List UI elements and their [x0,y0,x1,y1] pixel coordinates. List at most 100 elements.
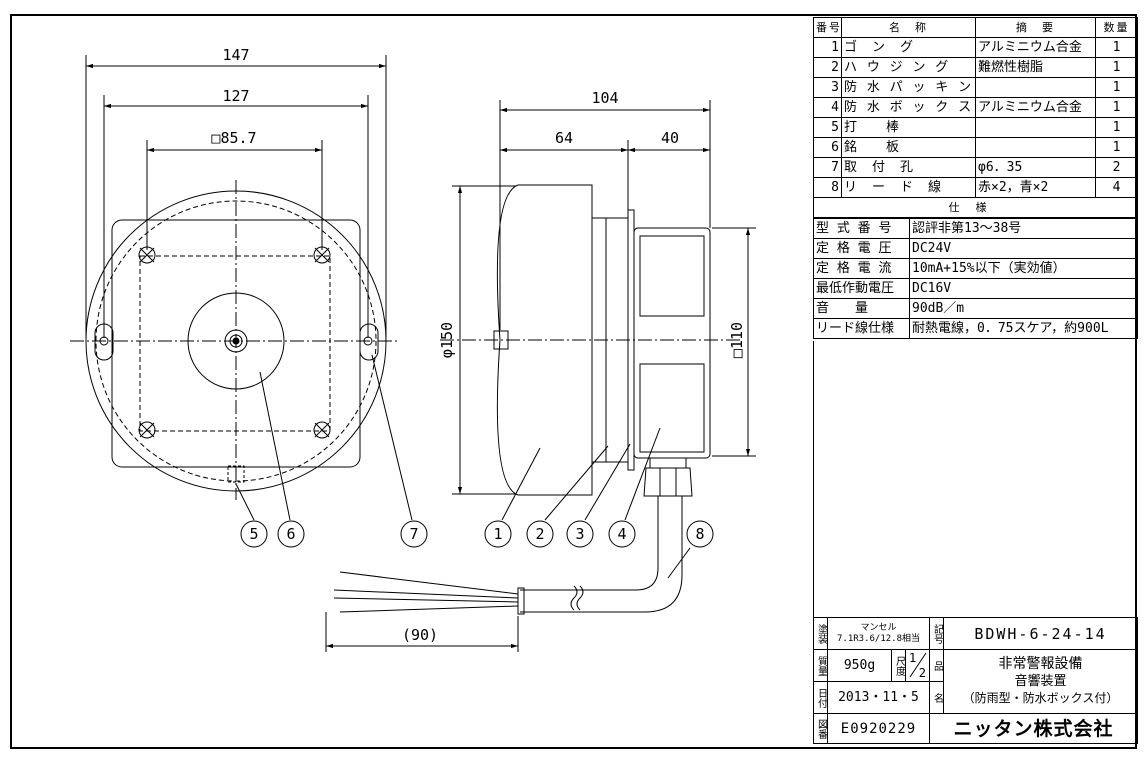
paint-label: 塗装 [813,617,828,650]
part-summary: 赤×2，青×2 [975,177,1096,198]
mass-value: 950g [827,649,892,682]
date-value: 2013・11・5 [827,681,930,714]
callout-circles [240,520,714,548]
part-no: 2 [813,57,842,78]
part-name: ゴ ン グ [841,37,976,58]
scale-label: 尺度 [891,649,906,682]
header-qty: 数量 [1095,17,1138,38]
part-name: 防 水 ボ ッ ク ス [841,97,976,118]
part-qty: 1 [1095,97,1138,118]
part-qty: 1 [1095,77,1138,98]
title-row-date: 日付 2013・11・5 名 [813,681,1138,714]
part-name: ハ ウ ジ ン グ [841,57,976,78]
drawing-no-value: E0920229 [827,713,930,744]
table-row: 6 銘 板 1 [813,137,1138,158]
box-hidden-outline [139,255,331,432]
spec-value: DC24V [909,238,1138,259]
box-lower [639,363,705,453]
code-label: 記号 [929,617,944,650]
drawing-code: BDWH-6-24-14 [943,617,1138,650]
header-name: 名 称 [841,17,976,38]
spec-label: リード線仕様 [813,318,910,339]
part-summary: 難燃性樹脂 [975,57,1096,78]
spec-heading-row: 仕様 [813,197,1138,218]
table-row: 定 格 電 圧 DC24V [813,238,1138,259]
title-block: 塗装 マンセル 7.1R3.6/12.8相当 記号 BDWH-6-24-14 質… [813,617,1138,744]
blank-area [813,341,1137,617]
callout-4: 4 [617,525,626,543]
dim-85-text: □85.7 [211,129,256,147]
scale-value: 1 2 [905,649,930,682]
name-label: 名 [929,681,944,714]
part-no: 4 [813,97,842,118]
scale-numerator: 1 [909,651,917,665]
title-row-drawing-no: 図番 E0920229 ニッタン株式会社 [813,713,1138,744]
part-summary [975,137,1096,158]
lead-wire-1 [520,496,659,591]
spec-value: DC16V [909,278,1138,299]
cable-gland [643,467,693,497]
product-line1: 非常警報設備 [998,656,1083,672]
cable-gland-nut [649,457,687,469]
dim-104-text: 104 [591,89,618,107]
spec-label: 定 格 電 圧 [813,238,910,259]
table-row: 1 ゴ ン グ アルミニウム合金 1 [813,37,1138,58]
table-row: 5 打 棒 1 [813,117,1138,138]
part-qty: 4 [1095,177,1138,198]
box-upper [639,235,705,317]
product-label: 品 [929,649,944,682]
spec-table: 型 式 番 号 認評非第13～38号 定 格 電 圧 DC24V 定 格 電 流… [813,218,1138,339]
part-no: 6 [813,137,842,158]
dim-110-text: □110 [728,322,746,358]
front-view [70,55,413,521]
header-summary: 摘 要 [975,17,1096,38]
table-row: 型 式 番 号 認評非第13～38号 [813,218,1138,239]
part-no: 8 [813,177,842,198]
header-no: 番号 [813,17,842,38]
waterproof-box-side [633,227,711,459]
part-no: 5 [813,117,842,138]
part-qty: 2 [1095,157,1138,178]
gong-side [496,184,593,496]
part-no: 1 [813,37,842,58]
table-row: 8 リ ー ド 線 赤×2，青×2 4 [813,177,1138,198]
title-row-paint: 塗装 マンセル 7.1R3.6/12.8相当 記号 BDWH-6-24-14 [813,617,1138,650]
date-label: 日付 [813,681,828,714]
part-name: 打 棒 [841,117,976,138]
part-qty: 1 [1095,117,1138,138]
callout-3: 3 [575,525,584,543]
part-summary: φ6．35 [975,157,1096,178]
table-row: 4 防 水 ボ ッ ク ス アルミニウム合金 1 [813,97,1138,118]
spec-value: 90dB／m [909,298,1138,319]
title-row-mass: 質量 950g 尺度 1 2 品 非常警報設備 音響装置 （防雨型・防水ボックス… [813,649,1138,714]
part-summary [975,117,1096,138]
dim-40-text: 40 [661,129,679,147]
product-line3: （防雨型・防水ボックス付） [962,691,1119,705]
gong-inner-hidden [95,200,377,482]
table-row: 2 ハ ウ ジ ン グ 難燃性樹脂 1 [813,57,1138,78]
callout-8: 8 [695,525,704,543]
table-row: 3 防 水 パ ッ キ ン 1 [813,77,1138,98]
paint-value-line2: 7.1R3.6/12.8相当 [836,633,921,644]
part-no: 7 [813,157,842,178]
spec-label: 定 格 電 流 [813,258,910,279]
part-name: リ ー ド 線 [841,177,976,198]
table-row: 最低作動電圧 DC16V [813,278,1138,299]
callout-5: 5 [249,525,258,543]
spec-value: 耐熱電線，0．75スケア，約900L [909,318,1138,339]
company-logo: ニッタン株式会社 [929,713,1138,744]
part-name: 銘 板 [841,137,976,158]
dim-147-text: 147 [222,46,249,64]
spec-label: 最低作動電圧 [813,278,910,299]
part-name: 防 水 パ ッ キ ン [841,77,976,98]
spec-value: 認評非第13～38号 [909,218,1138,239]
part-summary: アルミニウム合金 [975,37,1096,58]
product-name: 非常警報設備 音響装置 （防雨型・防水ボックス付） [943,649,1138,714]
spec-value: 10mA+15%以下（実効値） [909,258,1138,279]
dim-64-text: 64 [555,129,573,147]
mass-label: 質量 [813,649,828,682]
table-row: リード線仕様 耐熱電線，0．75スケア，約900L [813,318,1138,339]
spec-label: 音 量 [813,298,910,319]
table-row: 7 取 付 孔 φ6．35 2 [813,157,1138,178]
